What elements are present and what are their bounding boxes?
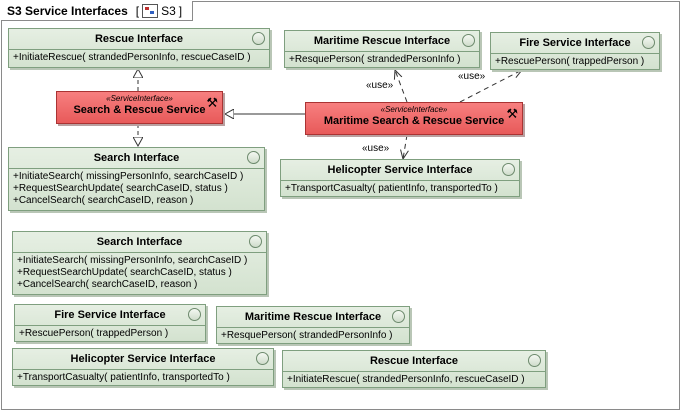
interface-circle-icon (528, 354, 541, 367)
interface-title: Rescue Interface (369, 355, 459, 367)
interface-title: Maritime Rescue Interface (244, 311, 382, 323)
diagram-icon (142, 3, 159, 18)
operation: +InitiateRescue( strandedPersonInfo, res… (287, 374, 525, 385)
operation: +RescuePerson( trappedPerson ) (19, 328, 169, 339)
use-line-fire (459, 70, 522, 103)
interface-circle-icon (247, 151, 260, 164)
interface-title: Maritime Rescue Interface (313, 35, 451, 47)
interface-circle-icon (252, 32, 265, 45)
stereotype: «ServiceInterface» (106, 94, 173, 103)
operation: +CancelSearch( searchCaseID, reason ) (17, 279, 198, 290)
operation: +TransportCasualty( patientInfo, transpo… (17, 372, 230, 383)
rescue-interface-top[interactable]: Rescue Interface +InitiateRescue( strand… (8, 28, 270, 68)
search-rescue-service[interactable]: «ServiceInterface» Search & Rescue Servi… (56, 91, 223, 124)
operation: +RescuePerson( trappedPerson ) (495, 56, 645, 67)
operation: +InitiateSearch( missingPersonInfo, sear… (13, 171, 244, 182)
operation: +InitiateSearch( missingPersonInfo, sear… (17, 255, 248, 266)
rescue-interface-bottom[interactable]: Rescue Interface +InitiateRescue( strand… (282, 350, 546, 388)
search-interface-top[interactable]: Search Interface +InitiateSearch( missin… (8, 147, 265, 211)
interface-title: Fire Service Interface (519, 37, 631, 49)
use-label-helicopter: «use» (362, 143, 390, 154)
interface-circle-icon (392, 310, 405, 323)
interface-circle-icon (256, 352, 269, 365)
use-label-maritime: «use» (366, 80, 394, 91)
operation: +CancelSearch( searchCaseID, reason ) (13, 195, 194, 206)
maritime-search-rescue-service[interactable]: «ServiceInterface» Maritime Search & Res… (305, 102, 523, 135)
search-interface-bottom[interactable]: Search Interface +InitiateSearch( missin… (12, 231, 267, 295)
use-line-maritime (395, 70, 408, 103)
tools-icon: ⚒ (506, 106, 518, 121)
service-name: Maritime Search & Rescue Service (323, 115, 505, 127)
interface-title: Fire Service Interface (54, 309, 166, 321)
interface-title: Search Interface (96, 236, 183, 248)
fire-service-interface-bottom[interactable]: Fire Service Interface +RescuePerson( tr… (14, 304, 206, 342)
interface-circle-icon (188, 308, 201, 321)
operation: +RequestSearchUpdate( searchCaseID, stat… (13, 183, 228, 194)
operation: +RequestSearchUpdate( searchCaseID, stat… (17, 267, 232, 278)
service-name: Search & Rescue Service (73, 104, 206, 116)
frame-title-tab[interactable]: S3 Service Interfaces [ S3 ] (1, 1, 194, 21)
helicopter-service-interface-top[interactable]: Helicopter Service Interface +TransportC… (280, 159, 520, 197)
interface-title: Helicopter Service Interface (70, 353, 216, 365)
interface-title: Helicopter Service Interface (327, 164, 473, 176)
interface-circle-icon (642, 36, 655, 49)
interface-circle-icon (462, 34, 475, 47)
operation: +ResquePerson( strandedPersonInfo ) (289, 54, 461, 65)
interface-circle-icon (249, 235, 262, 248)
fire-service-interface-top[interactable]: Fire Service Interface +RescuePerson( tr… (490, 32, 660, 70)
stereotype: «ServiceInterface» (380, 105, 448, 114)
frame-reference: [ S3 ] (135, 3, 183, 18)
interface-title: Search Interface (93, 152, 180, 164)
interface-circle-icon (502, 163, 515, 176)
frame-title: S3 Service Interfaces (7, 3, 128, 18)
use-label-fire: «use» (458, 71, 486, 82)
maritime-rescue-interface-top[interactable]: Maritime Rescue Interface +ResquePerson(… (284, 30, 480, 68)
helicopter-service-interface-bottom[interactable]: Helicopter Service Interface +TransportC… (12, 348, 274, 386)
operation: +InitiateRescue( strandedPersonInfo, res… (13, 52, 251, 63)
maritime-rescue-interface-bottom[interactable]: Maritime Rescue Interface +ResquePerson(… (216, 306, 410, 344)
use-line-helicopter (403, 134, 407, 159)
tools-icon: ⚒ (206, 95, 218, 110)
operation: +TransportCasualty( patientInfo, transpo… (285, 183, 498, 194)
operation: +ResquePerson( strandedPersonInfo ) (221, 330, 393, 341)
interface-title: Rescue Interface (94, 33, 184, 45)
